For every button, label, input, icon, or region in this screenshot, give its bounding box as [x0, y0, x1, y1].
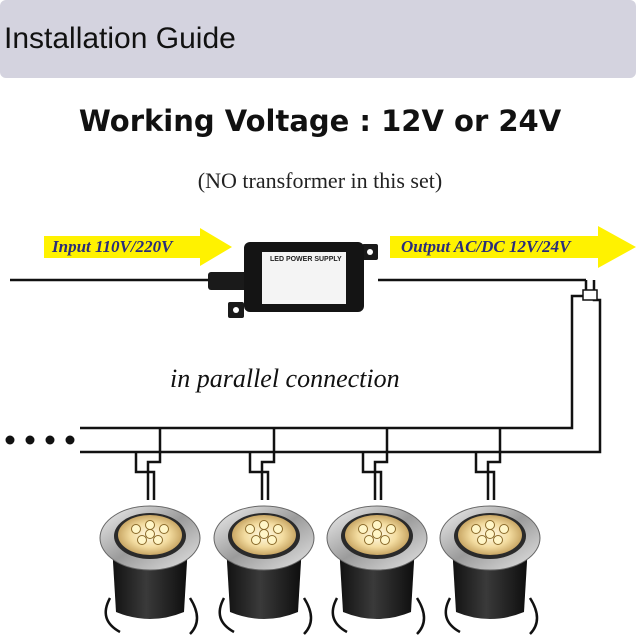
page-title: Installation Guide: [4, 22, 236, 55]
light-2: [213, 428, 315, 635]
header-bar: Installation Guide: [0, 0, 636, 78]
power-supply-label: LED POWER SUPPLY: [270, 256, 342, 263]
light-3: [326, 428, 428, 635]
connection-label: in parallel connection: [170, 364, 400, 393]
power-supply: [208, 242, 378, 318]
input-arrow-label: Input 110V/220V: [52, 237, 173, 256]
output-arrow-label: Output AC/DC 12V/24V: [401, 237, 571, 256]
light-1: [99, 428, 201, 635]
continuation-dots: [5, 435, 75, 445]
input-arrow: [44, 228, 232, 266]
light-4: [439, 428, 541, 635]
output-arrow: [390, 226, 636, 268]
voltage-title: Working Voltage : 12V or 24V: [78, 104, 562, 138]
transformer-note: (NO transformer in this set): [197, 168, 443, 193]
